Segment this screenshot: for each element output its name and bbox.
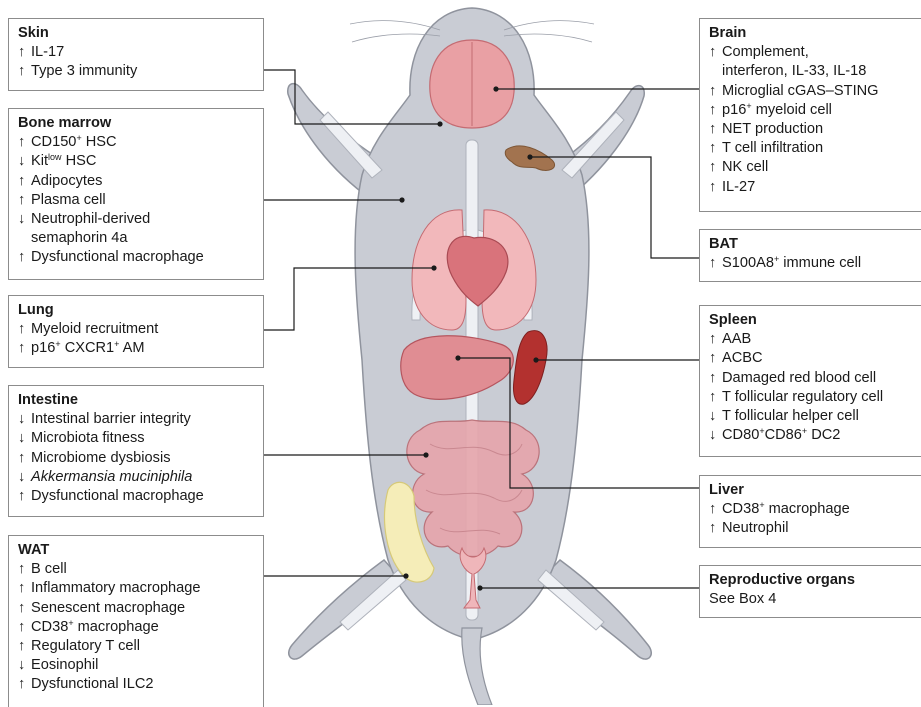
up-arrow-icon: ↑ (709, 388, 722, 407)
up-arrow-icon: ↑ (709, 158, 722, 177)
up-arrow-icon: ↑ (18, 248, 31, 267)
intestine-title: Intestine (18, 391, 255, 410)
up-arrow-icon: ↑ (18, 320, 31, 339)
up-arrow-icon: ↑ (18, 449, 31, 468)
up-arrow-icon: ↑ (18, 133, 31, 152)
up-arrow-icon: ↑ (18, 675, 31, 694)
up-arrow-icon: ↑ (18, 62, 31, 81)
up-arrow-icon: ↑ (18, 579, 31, 598)
up-arrow-icon: ↑ (18, 560, 31, 579)
up-arrow-icon: ↑ (18, 43, 31, 62)
down-arrow-icon: ↓ (18, 210, 31, 229)
brain-panel: Brain ↑Complement, interferon, IL-33, IL… (699, 18, 921, 212)
mouse-tail (462, 628, 492, 705)
wat-title: WAT (18, 541, 255, 560)
down-arrow-icon: ↓ (18, 656, 31, 675)
reproductive-panel: Reproductive organs See Box 4 (699, 565, 921, 618)
down-arrow-icon: ↓ (18, 152, 31, 171)
up-arrow-icon: ↑ (18, 339, 31, 358)
up-arrow-icon: ↑ (709, 500, 722, 519)
up-arrow-icon: ↑ (709, 178, 722, 197)
brain-title: Brain (709, 24, 915, 43)
down-arrow-icon: ↓ (709, 407, 722, 426)
left-hindlimb (289, 560, 402, 659)
up-arrow-icon: ↑ (709, 82, 722, 101)
down-arrow-icon: ↓ (709, 426, 722, 445)
up-arrow-icon: ↑ (709, 519, 722, 538)
up-arrow-icon: ↑ (709, 330, 722, 349)
down-arrow-icon: ↓ (18, 410, 31, 429)
up-arrow-icon: ↑ (709, 254, 722, 273)
up-arrow-icon: ↑ (709, 349, 722, 368)
wat-panel: WAT ↑B cell ↑Inflammatory macrophage ↑Se… (8, 535, 264, 707)
bat-panel: BAT ↑S100A8+ immune cell (699, 229, 921, 282)
up-arrow-icon: ↑ (709, 139, 722, 158)
up-arrow-icon: ↑ (18, 637, 31, 656)
bone-marrow-panel: Bone marrow ↑CD150+ HSC ↓Kitlow HSC ↑Adi… (8, 108, 264, 280)
up-arrow-icon: ↑ (18, 618, 31, 637)
lung-panel: Lung ↑Myeloid recruitment ↑p16+ CXCR1+ A… (8, 295, 264, 368)
bone-marrow-title: Bone marrow (18, 114, 255, 133)
intestine-panel: Intestine ↓Intestinal barrier integrity … (8, 385, 264, 517)
up-arrow-icon: ↑ (18, 191, 31, 210)
up-arrow-icon: ↑ (18, 599, 31, 618)
up-arrow-icon: ↑ (709, 101, 722, 120)
down-arrow-icon: ↓ (18, 429, 31, 448)
liver-title: Liver (709, 481, 915, 500)
up-arrow-icon: ↑ (18, 172, 31, 191)
reproductive-title: Reproductive organs (709, 571, 915, 590)
skin-title: Skin (18, 24, 255, 43)
up-arrow-icon: ↑ (709, 120, 722, 139)
up-arrow-icon: ↑ (18, 487, 31, 506)
up-arrow-icon: ↑ (709, 43, 722, 62)
bat-title: BAT (709, 235, 915, 254)
right-hindlimb (540, 560, 651, 659)
up-arrow-icon: ↑ (709, 369, 722, 388)
spleen-title: Spleen (709, 311, 915, 330)
spleen-panel: Spleen ↑AAB ↑ACBC ↑Damaged red blood cel… (699, 305, 921, 457)
down-arrow-icon: ↓ (18, 468, 31, 487)
liver-panel: Liver ↑CD38+ macrophage ↑Neutrophil (699, 475, 921, 548)
lung-title: Lung (18, 301, 255, 320)
skin-panel: Skin ↑IL-17 ↑Type 3 immunity (8, 18, 264, 91)
